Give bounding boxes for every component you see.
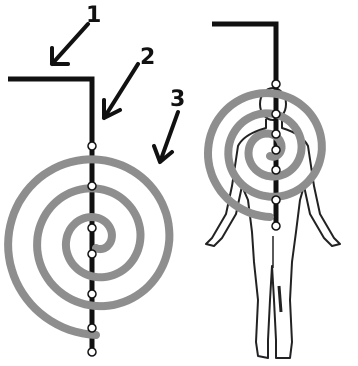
left-node-2 [88,182,96,190]
left-node-6 [88,324,96,332]
label-1: 1 [86,3,101,28]
arrow-1 [52,24,88,64]
right-spiral [208,93,322,217]
left-node-7 [88,348,96,356]
arrow-3 [154,112,178,162]
right-node-4 [272,146,280,154]
left-node-5 [88,290,96,298]
left-node-4 [88,250,96,258]
right-cho-ku-rei-on-body [206,24,340,358]
right-node-6 [272,196,280,204]
body-right-leg-line [279,286,281,312]
right-node-1 [272,80,280,88]
left-cho-ku-rei-symbol [8,79,169,356]
right-node-7 [272,222,280,230]
label-3: 3 [170,87,185,112]
left-node-1 [88,142,96,150]
right-node-2 [272,110,280,118]
arrow-2 [104,64,138,118]
right-node-5 [272,166,280,174]
label-2: 2 [140,45,155,70]
left-node-3 [88,224,96,232]
annotation-arrows [52,24,178,162]
right-node-3 [272,130,280,138]
